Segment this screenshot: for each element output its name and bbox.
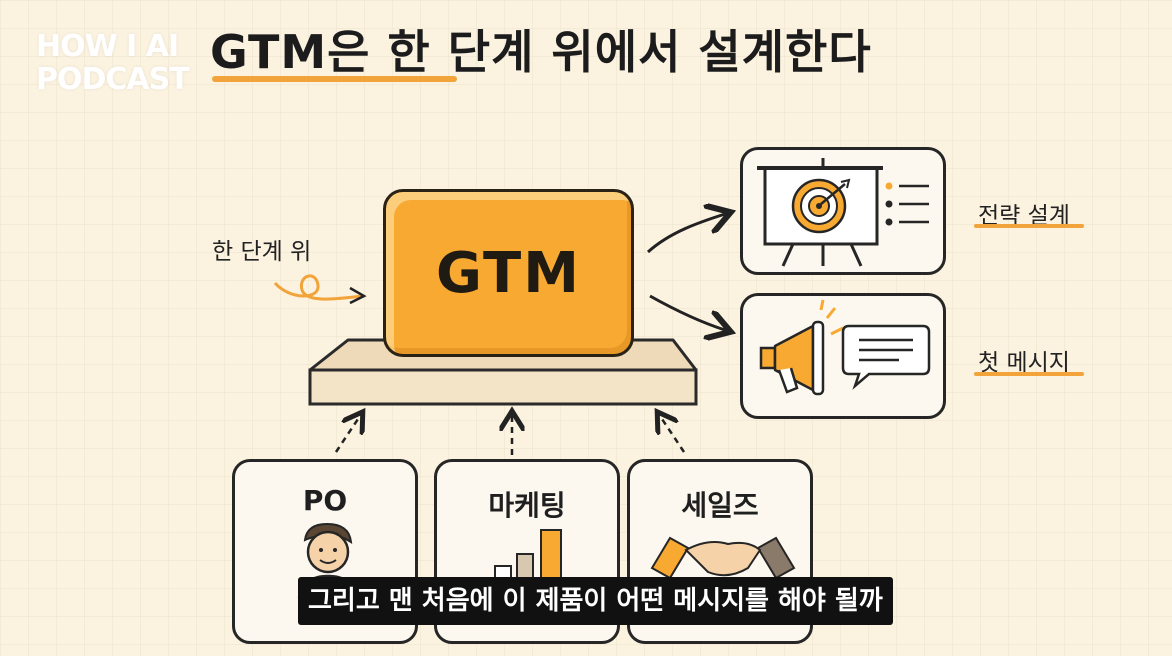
output-label-message: 첫 메시지 [978, 350, 1070, 376]
arrow-to-strategy [646, 214, 725, 254]
side-curl-arrowhead [349, 286, 367, 305]
page-title: GTM은 한 단계 위에서 설계한다 [210, 25, 872, 79]
gtm-block: GTM [383, 189, 634, 357]
logo-line-2: PODCAST [36, 62, 190, 97]
megaphone-icon [759, 299, 931, 396]
strategy-card [740, 147, 946, 275]
side-curl-arrow [273, 274, 363, 301]
gtm-label: GTM [436, 240, 581, 306]
video-subtitle: 그리고 맨 처음에 이 제품이 어떤 메시지를 해야 될까 [298, 577, 893, 625]
output-underline-message [974, 372, 1084, 376]
team-label-sales: 세일즈 [681, 489, 759, 522]
dashed-arrow-sales [660, 416, 686, 453]
message-card [740, 293, 946, 419]
podcast-logo: HOW I AI PODCAST [36, 30, 216, 96]
title-underline [212, 76, 457, 82]
target-presentation-icon [757, 158, 929, 267]
logo-line-1: HOW I AI [36, 29, 179, 64]
handshake-icon [650, 536, 796, 580]
team-label-marketing: 마케팅 [488, 489, 566, 522]
dashed-arrow-po [334, 416, 360, 453]
side-label: 한 단계 위 [212, 239, 312, 265]
team-label-po: PO [302, 484, 348, 517]
arrow-to-message [649, 294, 725, 330]
output-underline-strategy [974, 224, 1084, 228]
